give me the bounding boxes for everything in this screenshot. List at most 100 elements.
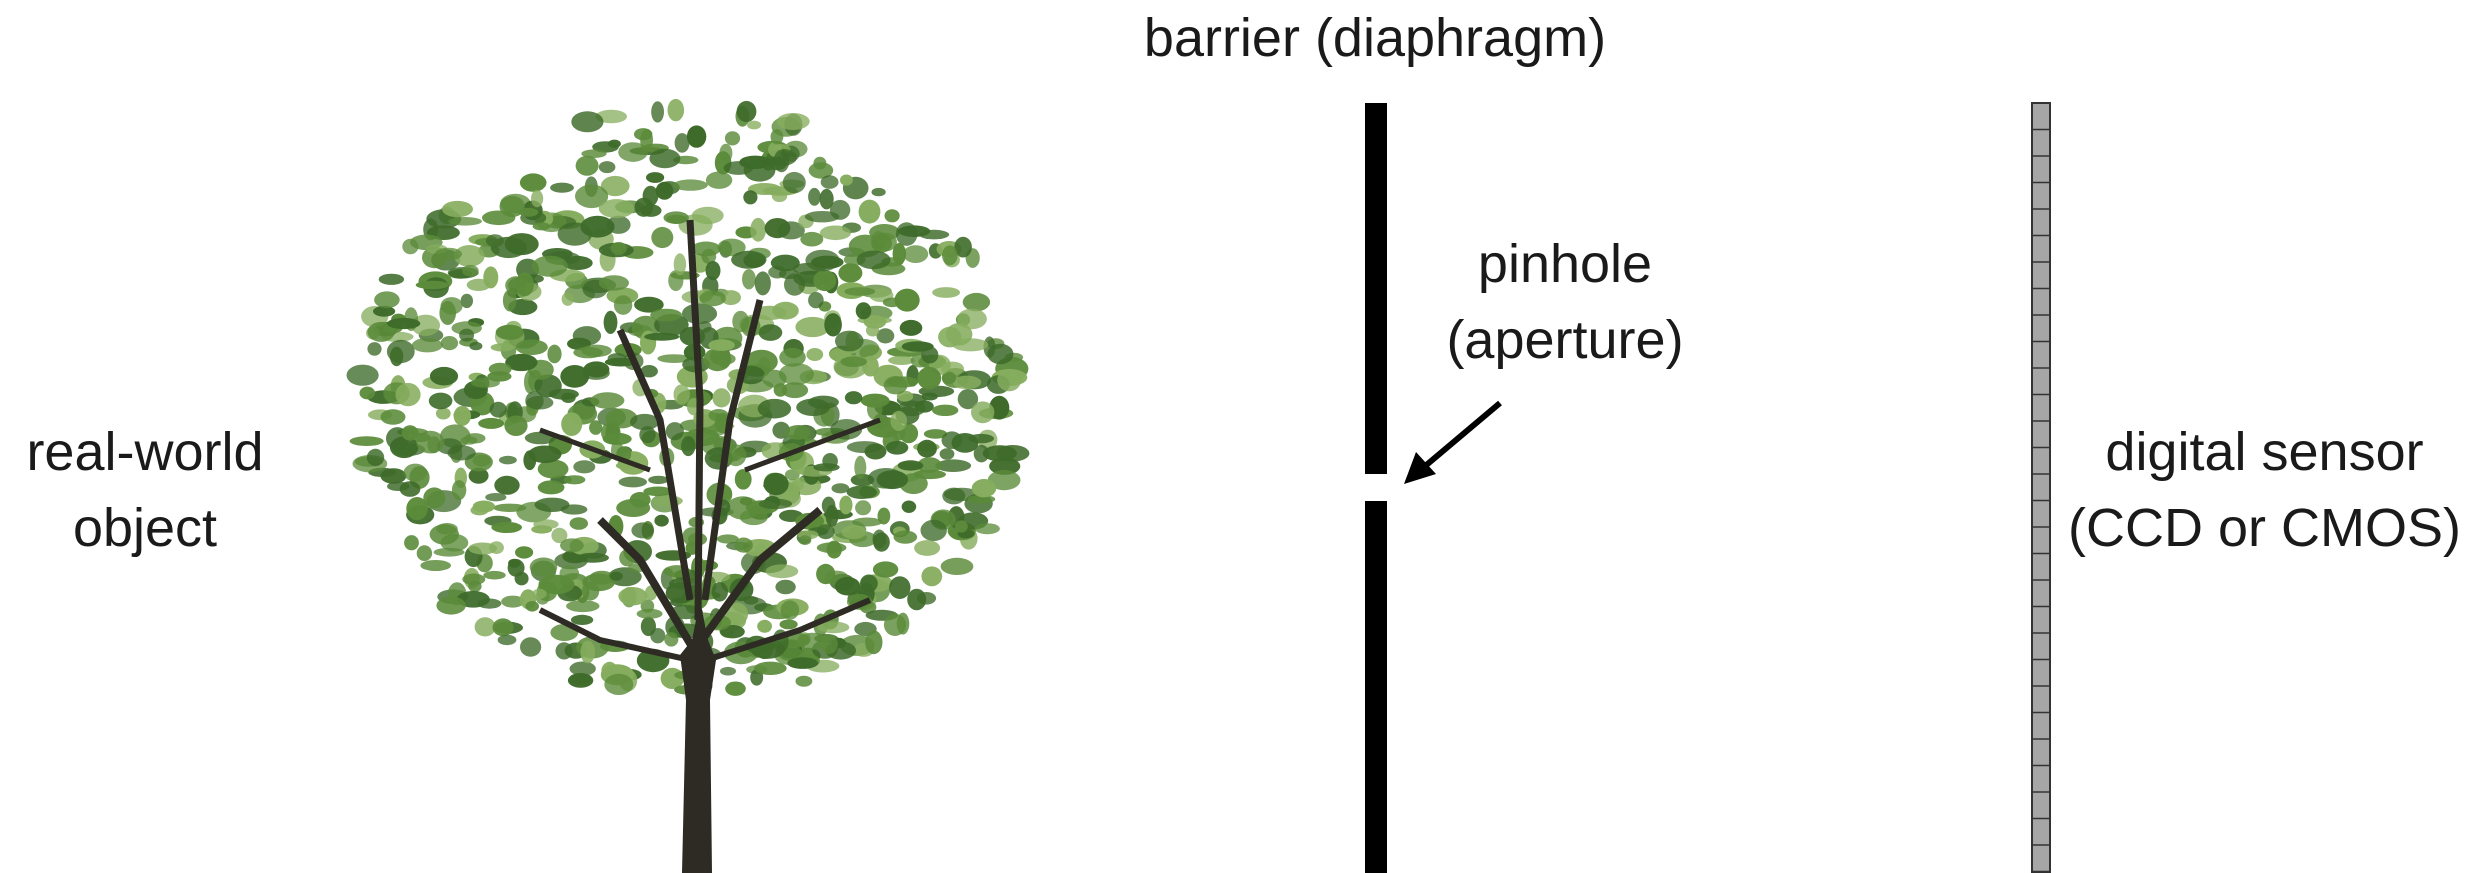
tree-leaf-cluster (570, 614, 594, 626)
tree-leaf-cluster (428, 392, 453, 410)
tree-leaf-cluster (650, 308, 682, 322)
tree-leaf-cluster (490, 343, 514, 352)
tree-leaf-cluster (882, 297, 902, 308)
tree-leaf-cluster (708, 409, 729, 422)
object-label-line2: object (72, 498, 218, 558)
tree-leaf-cluster (653, 495, 683, 507)
tree-leaf-cluster (973, 444, 990, 463)
tree-leaf-cluster (971, 401, 995, 424)
tree-leaf-cluster (555, 642, 573, 660)
tree-leaf-cluster (971, 479, 997, 498)
tree-leaf-cluster (989, 457, 1021, 475)
tree-leaf-cluster (923, 429, 948, 439)
tree-leaf-cluster (582, 573, 615, 592)
tree-leaf-cluster (846, 485, 877, 499)
tree-leaf-cluster (651, 101, 664, 123)
tree-leaf-cluster (758, 498, 793, 510)
barrier-lower (1365, 501, 1387, 873)
tree-leaf-cluster (820, 634, 838, 654)
tree-leaf-cluster (820, 175, 839, 189)
tree-leaf-cluster (705, 171, 733, 189)
tree-leaf-cluster (917, 439, 937, 458)
tree-leaf-cluster (613, 295, 633, 315)
tree-leaf-cluster (349, 436, 384, 446)
tree-leaf-cluster (968, 433, 994, 444)
tree-leaf-cluster (705, 261, 721, 281)
tree-leaf-cluster (854, 455, 867, 479)
tree-leaf-cluster (604, 357, 638, 367)
tree-leaf-cluster (716, 534, 739, 544)
tree-leaf-cluster (996, 445, 1030, 462)
tree-leaf-cluster (520, 637, 542, 657)
tree-leaf-cluster (838, 263, 863, 283)
tree-leaf-cluster (589, 420, 603, 435)
tree-leaf-cluster (346, 364, 379, 386)
tree-leaf-cluster (459, 328, 475, 342)
tree-leaf-cluster (917, 366, 942, 390)
tree-leaf-cluster (378, 273, 405, 285)
tree-leaf-cluster (672, 179, 708, 191)
tree-leaf-cluster (884, 209, 900, 223)
tree-leaf-cluster (580, 215, 615, 238)
tree-leaf-cluster (489, 401, 507, 418)
tree-leaf-cluster (629, 492, 651, 508)
tree-leaf-cluster (780, 600, 800, 620)
arrow-icon (1404, 400, 1502, 484)
tree-leaf-cluster (573, 346, 603, 359)
tree-leaf-cluster (367, 342, 382, 356)
tree-leaf-cluster (538, 574, 575, 595)
tree-leaf-cluster (855, 500, 872, 516)
tree-leaf-cluster (618, 587, 648, 606)
tree-leaf-cluster (485, 234, 504, 248)
barrier-upper (1365, 103, 1387, 474)
tree-leaf-cluster (395, 382, 421, 407)
tree-leaf-cluster (466, 278, 491, 291)
tree-leaf-cluster (896, 390, 914, 402)
tree-leaf-cluster (754, 661, 787, 675)
tree-leaf-cluster (806, 348, 824, 361)
tree-leaf-cluster (416, 430, 445, 454)
tree-leaf-cluster (573, 460, 596, 474)
tree-leaf-cluster (492, 618, 514, 637)
tree-leaf-cluster (531, 525, 553, 534)
tree-leaf-cluster (775, 579, 796, 595)
tree-leaf-cluster (725, 444, 747, 467)
tree-leaf-cluster (957, 389, 979, 410)
tree-leaf-cluster (634, 128, 653, 141)
tree-leaf-cluster (720, 666, 736, 676)
tree-leaf-cluster (914, 540, 941, 556)
tree-leaf-cluster (897, 225, 931, 237)
tree-leaf-cluster (436, 596, 466, 615)
tree-leaf-cluster (819, 188, 834, 210)
tree-leaf-cluster (686, 125, 707, 148)
tree-leaf-cluster (844, 287, 876, 296)
tree-leaf-cluster (784, 273, 806, 296)
tree-leaf-cluster (602, 432, 632, 445)
tree-leaf-cluster (712, 388, 731, 408)
tree-leaf-cluster (657, 354, 691, 363)
tree-leaf-cluster (762, 369, 787, 388)
tree-leaf-cluster (386, 339, 415, 364)
tree-leaf-cluster (872, 529, 887, 549)
tree-leaf-cluster (691, 206, 724, 225)
tree-leaf-cluster (468, 467, 489, 484)
tree-leaf-cluster (561, 412, 583, 437)
tree-leaf-cluster (764, 218, 791, 239)
tree-leaf-cluster (651, 226, 674, 249)
tree-leaf-cluster (916, 592, 937, 605)
tree-leaf-cluster (550, 182, 574, 193)
tree-leaf-cluster (921, 346, 939, 364)
tree-leaf-cluster (367, 321, 395, 342)
tree-leaf-cluster (795, 675, 813, 687)
tree-leaf-cluster (483, 570, 506, 580)
tree-leaf-cluster (560, 365, 590, 388)
tree-leaf-cluster (560, 538, 584, 553)
tree-leaf-cluster (468, 580, 482, 592)
tree-leaf-cluster (387, 317, 421, 330)
pinhole-label: pinhole (aperture) (1400, 226, 1730, 378)
tree-leaf-cluster (779, 347, 806, 367)
tree-leaf-cluster (757, 398, 792, 419)
tree-leaf-cluster (856, 250, 891, 270)
